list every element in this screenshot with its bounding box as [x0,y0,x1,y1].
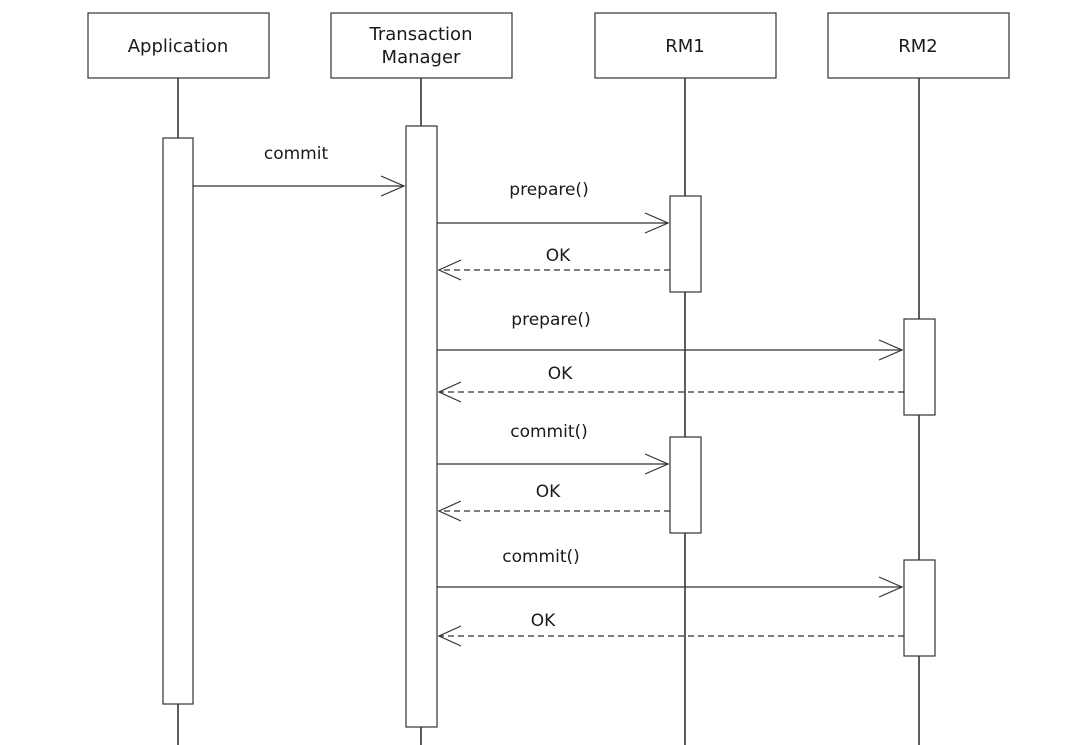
arrowhead-icon [878,576,904,598]
participant-box-application [87,12,270,79]
message-ok-rm1-prepare: OK [437,246,670,281]
participant-rm1: RM1 [594,12,777,79]
arrowhead-icon [437,381,462,403]
message-label: OK [546,246,571,266]
message-label: OK [536,482,561,502]
message-commit-rm2: commit() [437,547,904,598]
message-commit: commit [193,144,406,197]
message-prepare-rm2: prepare() [437,310,904,361]
participant-label-rm2: RM2 [898,36,938,57]
participant-box-rm2 [827,12,1010,79]
participant-rm2: RM2 [827,12,1010,79]
arrowhead-icon [437,259,462,281]
message-ok-rm2-commit: OK [437,611,904,647]
message-ok-rm1-commit: OK [437,482,670,522]
arrowhead-icon [644,453,670,475]
message-label: commit() [502,547,580,567]
participant-label-transaction-manager-line2: Manager [382,47,461,68]
activation-rm2-commit [903,559,936,657]
participant-label-application: Application [128,36,229,57]
message-prepare-rm1: prepare() [437,180,670,234]
activation-rm2-prepare [903,318,936,416]
message-label: prepare() [511,310,590,330]
message-label: commit() [510,422,588,442]
activation-application [162,137,194,705]
message-label: commit [264,144,329,164]
message-label: prepare() [509,180,588,200]
activation-transaction-manager [405,125,438,728]
participant-label-transaction-manager-line1: Transaction [369,24,473,45]
arrowhead-icon [380,175,406,197]
participant-box-rm1 [594,12,777,79]
message-label: OK [548,364,573,384]
arrowhead-icon [437,500,462,522]
message-label: OK [531,611,556,631]
participant-application: Application [87,12,270,79]
arrowhead-icon [644,212,670,234]
message-commit-rm1: commit() [437,422,670,475]
arrowhead-icon [878,339,904,361]
activation-rm1-prepare [669,195,702,293]
participant-box-transaction-manager [330,12,513,79]
message-ok-rm2-prepare: OK [437,364,904,403]
arrowhead-icon [437,625,462,647]
participant-transaction-manager: Transaction Manager [330,12,513,79]
participant-label-rm1: RM1 [665,36,705,57]
activation-rm1-commit [669,436,702,534]
